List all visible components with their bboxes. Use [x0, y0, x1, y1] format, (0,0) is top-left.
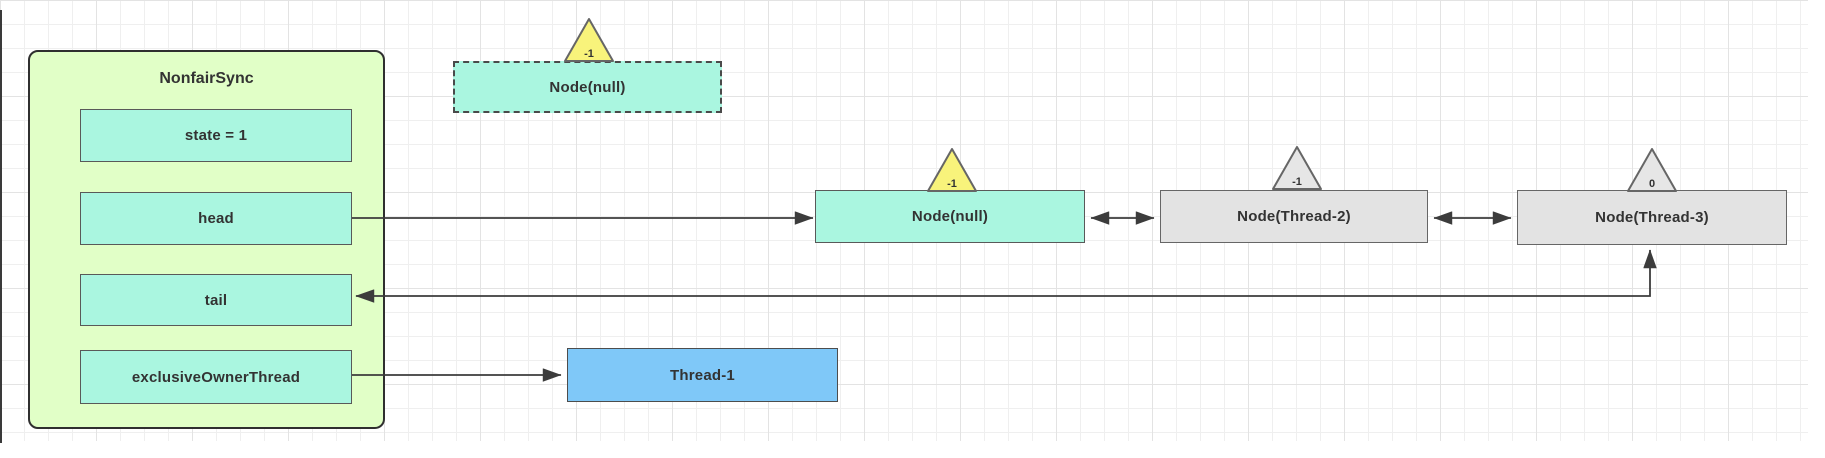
thread-1-label: Thread-1 [670, 366, 735, 384]
waitstatus-triangle-node-null: -1 [925, 146, 979, 194]
field-state-label: state = 1 [184, 127, 248, 144]
thread-1-box: Thread-1 [567, 348, 838, 402]
node-thread-3: Node(Thread-3) [1517, 190, 1787, 245]
field-exclusive-owner-thread-label: exclusiveOwnerThread [131, 368, 301, 386]
field-head: head [80, 192, 352, 245]
field-state: state = 1 [80, 109, 352, 162]
node-null-dashed-label: Node(null) [549, 78, 626, 96]
page-edge-line [0, 10, 2, 443]
nonfairsync-title: NonfairSync [159, 70, 254, 87]
triangle-icon [927, 148, 977, 192]
waitstatus-triangle-thread-3: 0 [1625, 146, 1679, 194]
node-thread-2: Node(Thread-2) [1160, 190, 1428, 243]
nonfairsync-container: NonfairSync state = 1 head tail exclusiv… [28, 50, 385, 429]
field-tail-label: tail [204, 291, 228, 309]
waitstatus-value: -1 [1292, 176, 1302, 188]
field-exclusive-owner-thread: exclusiveOwnerThread [80, 350, 352, 404]
field-head-label: head [198, 210, 234, 227]
waitstatus-value: 0 [1648, 178, 1656, 190]
node-null-dashed: Node(null) [453, 61, 722, 113]
node-thread-3-label: Node(Thread-3) [1595, 209, 1709, 226]
node-null-head-label: Node(null) [911, 208, 989, 225]
node-thread-2-label: Node(Thread-2) [1237, 208, 1351, 225]
triangle-icon [564, 18, 614, 62]
triangle-icon [1627, 148, 1677, 192]
waitstatus-value: -1 [947, 178, 957, 190]
waitstatus-value: -1 [584, 48, 594, 60]
field-tail: tail [80, 274, 352, 326]
waitstatus-triangle-dashed-node: -1 [562, 16, 616, 64]
waitstatus-triangle-thread-2: -1 [1270, 144, 1324, 192]
node-null-head: Node(null) [815, 190, 1085, 243]
triangle-icon [1272, 146, 1322, 190]
